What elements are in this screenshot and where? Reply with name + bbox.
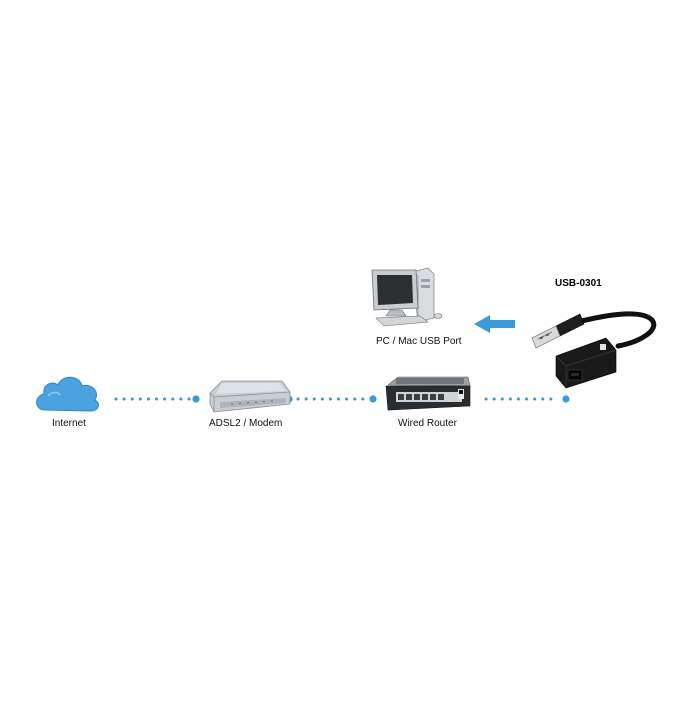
- cloud-icon: [36, 376, 99, 412]
- router-icon: [385, 376, 471, 411]
- node-label-internet: Internet: [52, 418, 86, 429]
- connection-router-adapter: [484, 395, 570, 403]
- connection-internet-modem: [114, 395, 200, 403]
- arrow-left-icon: [474, 315, 515, 333]
- node-label-router: Wired Router: [398, 418, 457, 429]
- node-label-modem: ADSL2 / Modem: [209, 418, 283, 429]
- desktop-pc-icon: [371, 267, 443, 327]
- modem-icon: [209, 380, 291, 413]
- node-label-pc: PC / Mac USB Port: [376, 336, 462, 347]
- product-title: USB-0301: [555, 278, 602, 289]
- usb-ethernet-adapter-icon: [531, 311, 657, 389]
- connection-modem-router: [285, 395, 377, 403]
